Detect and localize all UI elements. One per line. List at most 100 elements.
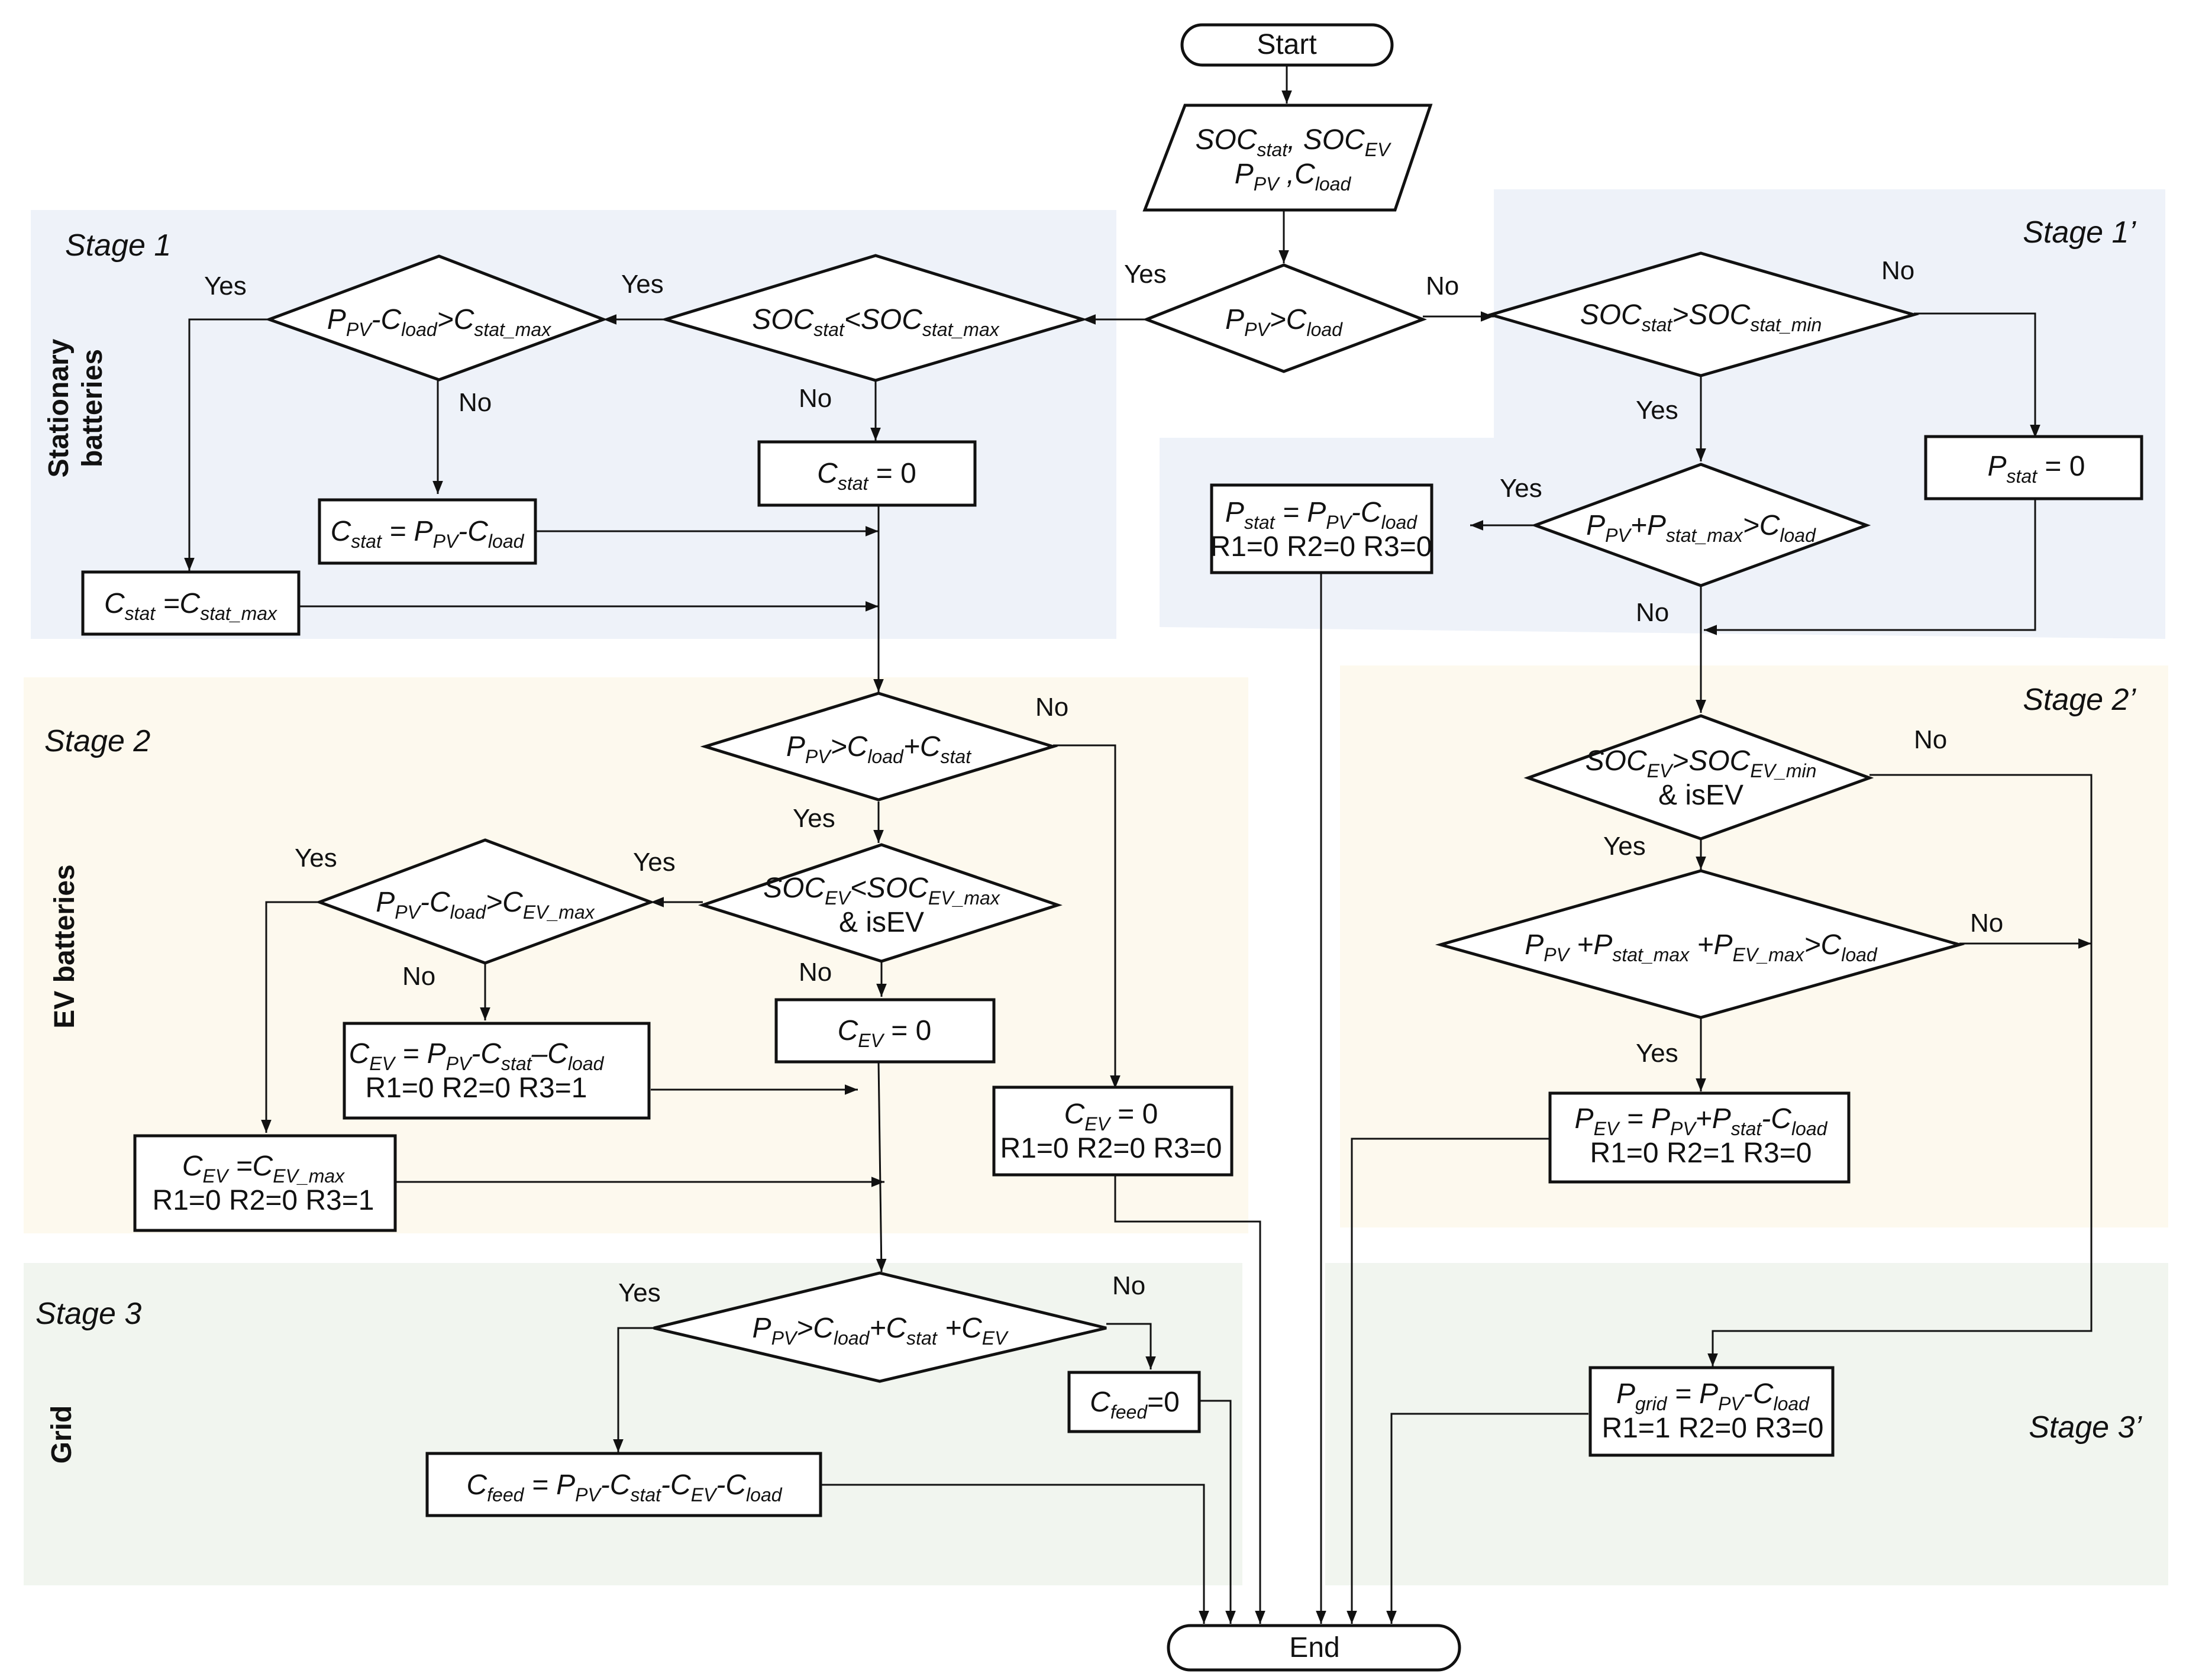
r-cfeed-label-line-1: Cfeed = PPV-Cstat-CEV-Cload bbox=[466, 1469, 782, 1505]
edge-cfeedzero-end bbox=[1195, 1400, 1236, 1624]
decision-pv-above-all-loads: PPV>Cload+Cstat +CEV bbox=[653, 1271, 1107, 1383]
start-label-line-1: Start bbox=[1257, 29, 1316, 60]
end-terminal: End bbox=[1167, 1624, 1461, 1672]
input-label-line-2: PPV ,Cload bbox=[1235, 159, 1352, 195]
d-soc-ev-min-label-line-1: SOCEV>SOCEV_min bbox=[1586, 745, 1817, 781]
edge-label-pvpev-no: No bbox=[1970, 909, 2003, 938]
r-pstat-pv-label-line-2: R1=0 R2=0 R3=0 bbox=[1210, 531, 1432, 563]
end-label-line-1: End bbox=[1289, 1632, 1339, 1663]
edge-label-pvcstat-yes: Yes bbox=[793, 804, 835, 833]
decision-soc-ev-above-min: SOCEV>SOCEV_min& isEV bbox=[1523, 714, 1874, 841]
edge-label-pvpstat-no: No bbox=[1636, 598, 1669, 627]
d-soc-stat-min-label-line-1: SOCstat>SOCstat_min bbox=[1580, 299, 1822, 335]
side-labels: Stationary batteries EV batteries Grid bbox=[43, 338, 108, 1463]
process-cev-zero-relays-shape bbox=[992, 1085, 1234, 1177]
decision-soc-stat-above-min-shape bbox=[1486, 251, 1920, 377]
d-pv-pstat-max-label-line-1: PPV+Pstat_max>Cload bbox=[1586, 510, 1816, 546]
ev-batteries-label: EV batteries bbox=[49, 864, 80, 1028]
decision-pv-pstat-pev-above-load: PPV +Pstat_max +PEV_max>Cload bbox=[1435, 869, 1965, 1019]
edge-label-socstat-yes: Yes bbox=[621, 270, 664, 299]
r-pstat-pv-label-line-1: Pstat = PPV-Cload bbox=[1225, 497, 1417, 533]
d-soc-ev-min-label-line-2: & isEV bbox=[1658, 780, 1743, 811]
d-pv-cload-cstat-label-line-1: PPV>Cload+Cstat bbox=[786, 731, 971, 767]
r-pev-label-line-1: PEV = PPV+Pstat-Cload bbox=[1575, 1103, 1828, 1139]
r-cev-pv-label-line-1: CEV = PPV-Cstat–Cload bbox=[349, 1038, 605, 1074]
edge-labels: Yes No Yes No Yes No No Yes Yes No Yes N… bbox=[204, 256, 2003, 1307]
edge-label-pvpstat-yes: Yes bbox=[1500, 474, 1542, 503]
start-terminal-shape bbox=[1180, 23, 1394, 67]
edge-label-socevmin-yes: Yes bbox=[1603, 832, 1646, 861]
edge-pgrid-end bbox=[1386, 1413, 1588, 1624]
d-pv-pstat-pev-label-line-1: PPV +Pstat_max +PEV_max>Cload bbox=[1525, 929, 1878, 965]
d-pv-cev-max-label-line-1: PPV-Cload>CEV_max bbox=[376, 887, 595, 923]
start-terminal: Start bbox=[1180, 23, 1394, 67]
stage3p-label: Stage 3’ bbox=[2029, 1410, 2142, 1445]
edge-label-top-no: No bbox=[1426, 272, 1459, 301]
edge-label-top-yes: Yes bbox=[1124, 260, 1167, 289]
edge-pvfeed-no bbox=[1106, 1323, 1156, 1369]
r-cstat-zero-label-line-1: Cstat = 0 bbox=[817, 458, 916, 494]
process-cev-zero: CEV = 0 bbox=[774, 998, 996, 1064]
edge-pvcstatmax-yes bbox=[184, 318, 269, 571]
edge-label-pvfeed-no: No bbox=[1112, 1271, 1145, 1300]
r-cev-zero-r-label-line-1: CEV = 0 bbox=[1064, 1099, 1158, 1135]
process-cstat-max-shape bbox=[81, 570, 301, 636]
grid-label: Grid bbox=[46, 1406, 78, 1464]
end-terminal-shape bbox=[1167, 1624, 1461, 1672]
stationary-batteries-label-line1: Stationary bbox=[43, 338, 75, 477]
process-cfeed-surplus-shape bbox=[425, 1452, 822, 1517]
decision-surplus-above-cstat-max-shape bbox=[264, 254, 608, 382]
decision-pv-greater-load: PPV>Cload bbox=[1142, 263, 1427, 373]
r-cfeed-zero-label-line-1: Cfeed=0 bbox=[1090, 1387, 1180, 1423]
edge-label-socstatmin-no: No bbox=[1881, 256, 1914, 285]
process-pev-surplus-shape bbox=[1548, 1091, 1851, 1184]
edge-pvcstat-no bbox=[1053, 744, 1121, 1088]
d-pv-feed-label-line-1: PPV>Cload+Cstat +CEV bbox=[753, 1313, 1009, 1349]
process-cfeed-zero-shape bbox=[1067, 1371, 1201, 1433]
r-cstat-pv-label-line-1: Cstat = PPV-Cload bbox=[331, 516, 525, 552]
input-label-line-1: SOCstat, SOCEV bbox=[1196, 124, 1392, 160]
edge-label-socstatmin-yes: Yes bbox=[1636, 396, 1678, 425]
edge-label-pvcstatmax-yes: Yes bbox=[204, 272, 247, 301]
process-cstat-max: Cstat =Cstat_max bbox=[81, 570, 301, 636]
decision-soc-ev-below-max-shape bbox=[698, 843, 1063, 963]
process-cstat-zero: Cstat = 0 bbox=[757, 440, 977, 507]
process-cev-zero-relays: CEV = 0R1=0 R2=0 R3=0 bbox=[992, 1085, 1234, 1177]
stage2p-label: Stage 2’ bbox=[2023, 683, 2136, 717]
decision-soc-ev-below-max: SOCEV<SOCEV_max& isEV bbox=[698, 843, 1063, 963]
r-cev-max-label-line-1: CEV =CEV_max bbox=[182, 1151, 345, 1187]
process-cev-zero-shape bbox=[774, 998, 996, 1064]
r-cstat-max-label-line-1: Cstat =Cstat_max bbox=[104, 588, 277, 624]
process-cstat-zero-shape bbox=[757, 440, 977, 507]
edge-pvfeed-yes bbox=[613, 1327, 654, 1452]
d-soc-stat-max-label-line-1: SOCstat<SOCstat_max bbox=[752, 304, 999, 340]
connectors bbox=[184, 65, 2093, 1624]
r-cev-zero-label-line-1: CEV = 0 bbox=[838, 1015, 932, 1051]
r-pstat-zero-label-line-1: Pstat = 0 bbox=[1988, 451, 2085, 487]
r-pgrid-label-line-2: R1=1 R2=0 R3=0 bbox=[1602, 1413, 1824, 1444]
stage1-label: Stage 1 bbox=[65, 228, 171, 263]
decision-pv-above-all-loads-shape bbox=[653, 1271, 1107, 1383]
decision-soc-stat-below-max: SOCstat<SOCstat_max bbox=[660, 254, 1088, 382]
stage3-label: Stage 3 bbox=[35, 1297, 141, 1331]
r-cev-max-label-line-2: R1=0 R2=0 R3=1 bbox=[153, 1185, 374, 1216]
process-cstat-surplus: Cstat = PPV-Cload bbox=[318, 498, 537, 565]
process-cstat-surplus-shape bbox=[318, 498, 537, 565]
decision-soc-stat-below-max-shape bbox=[660, 254, 1088, 382]
decision-pv-above-load-plus-cstat-shape bbox=[700, 692, 1058, 802]
process-cfeed-surplus: Cfeed = PPV-Cstat-CEV-Cload bbox=[425, 1452, 822, 1517]
d-soc-ev-max-label-line-2: & isEV bbox=[839, 907, 924, 938]
stage-captions: Stage 1 Stage 1’ Stage 2 Stage 2’ Stage … bbox=[35, 215, 2142, 1445]
stage1p-label: Stage 1’ bbox=[2023, 215, 2136, 250]
d-pv-load-label-line-1: PPV>Cload bbox=[1225, 304, 1343, 340]
r-cev-zero-r-label-line-2: R1=0 R2=0 R3=0 bbox=[1000, 1133, 1222, 1164]
input-parallelogram-shape bbox=[1142, 104, 1433, 212]
edge-cfeed-end bbox=[819, 1484, 1209, 1624]
